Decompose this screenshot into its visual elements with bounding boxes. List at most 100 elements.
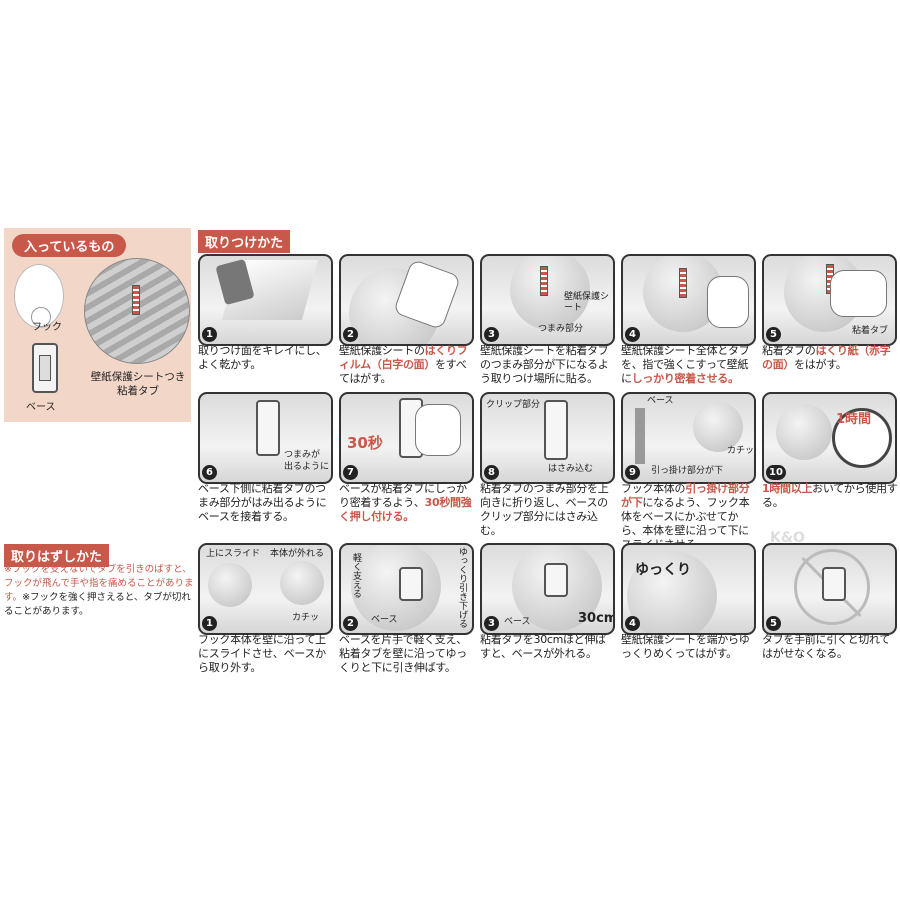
install-step-5-panel: 粘着タブ 5 — [762, 254, 897, 346]
sheet-label-line1: 壁紙保護シートつき — [90, 371, 186, 383]
sheet-label: 壁紙保護シートつき 粘着タブ — [86, 370, 190, 398]
sheet-label-line2: 粘着タブ — [117, 385, 159, 397]
install-step-5-caption-part3: をはがす。 — [794, 358, 847, 371]
install-step-9-label-click: カチッ — [727, 446, 755, 456]
remove-step-2-number: 2 — [343, 616, 358, 631]
remove-warning: ※フックを支えないでタブを引きのばすと、フックが飛んで手や指を痛めることがありま… — [4, 563, 194, 619]
install-step-5-number: 5 — [766, 327, 781, 342]
install-step-2-caption-part2: はくり — [424, 344, 457, 357]
remove-warning-red: ※フックを支えないでタブを引きのばすと、フックが飛んで手や指を痛めることがありま… — [4, 564, 194, 603]
install-step-4-caption: 壁紙保護シート全体とタブを、指で強くこすって壁紙にしっかり密着させる。 — [621, 344, 757, 386]
install-step-1-panel: 1 — [198, 254, 333, 346]
hook-image — [14, 264, 64, 328]
install-step-9-label-hook: 引っ掛け部分が下 — [651, 466, 724, 476]
install-step-7-caption-part1: ベースが粘着タブにしっかり密着するよう、 — [339, 482, 467, 509]
install-step-3-caption: 壁紙保護シートを粘着タブのつまみ部分が下になるよう取りつけ場所に貼る。 — [480, 344, 609, 385]
install-step-4-number: 4 — [625, 327, 640, 342]
remove-step-1-number: 1 — [202, 616, 217, 631]
install-step-8-caption: 粘着タブのつまみ部分を上向きに折り返し、ベースのクリップ部分にはさみ込む。 — [480, 482, 609, 537]
install-step-2-caption: 壁紙保護シートのはくりフィルム（白字の面）をすべてはがす。 — [339, 344, 475, 386]
install-step-6-caption: ベース下側に粘着タブのつまみ部分がはみ出るようにベースを接着する。 — [198, 482, 327, 523]
remove-step-3-panel: ベース 30cm 3 — [480, 543, 615, 635]
install-step-2-caption-part1: 壁紙保護シートの — [339, 344, 425, 357]
install-step-9-number: 9 — [625, 465, 640, 480]
install-title: 取りつけかた — [198, 230, 291, 253]
install-step-8-number: 8 — [484, 465, 499, 480]
install-step-7-caption: ベースが粘着タブにしっかり密着するよう、30秒間強く押し付ける。 — [339, 482, 475, 524]
install-step-8-label-tuck: はさみ込む — [548, 464, 594, 474]
install-step-10-caption-part1: 1時間以上 — [762, 482, 813, 495]
install-step-2-caption-part3: フィルム（白字の面） — [339, 344, 468, 371]
install-step-9-caption-part2: 引っ掛け部分が下 — [621, 482, 750, 509]
remove-step-1-label-click: カチッ — [292, 613, 320, 623]
install-step-1-number: 1 — [202, 327, 217, 342]
remove-title: 取りはずしかた — [4, 544, 110, 567]
install-step-10-number: 10 — [766, 465, 786, 480]
contents-title: 入っているもの — [12, 234, 127, 257]
install-step-9-caption-part1: フック本体の — [621, 482, 686, 495]
remove-step-4-panel: ゆっくり 4 — [621, 543, 756, 635]
install-step-3-label-tab: つまみ部分 — [538, 324, 584, 334]
install-step-9-label-base: ベース — [647, 396, 674, 406]
install-step-4-caption-part1: 壁紙保護シート全体とタブを、指で強くこすって壁紙に — [621, 344, 750, 385]
install-step-9-panel: ベース カチッ 引っ掛け部分が下 9 — [621, 392, 756, 484]
install-step-2-caption-part4: をすべてはがす。 — [339, 358, 467, 385]
prohibited-icon — [794, 549, 870, 625]
protective-sheet-image — [84, 258, 190, 364]
remove-step-1-caption: フック本体を壁に沿って上にスライドさせ、ベースから取り外す。 — [198, 633, 326, 674]
base-label: ベース — [26, 402, 56, 413]
install-step-5-caption: 粘着タブのはくり紙（赤字の面）をはがす。 — [762, 344, 898, 372]
remove-step-2-label-pull: ゆっくり引き下げる — [457, 547, 467, 628]
remove-step-1-label-slide: 上にスライド — [206, 549, 261, 559]
install-step-3-label-sheet: 壁紙保護シート — [564, 292, 610, 313]
remove-step-2-label-base: ベース — [371, 615, 398, 625]
hook-label: フック — [32, 322, 62, 333]
install-step-7-caption-part2: 30秒間強く押し付ける。 — [339, 496, 472, 523]
remove-step-5-caption: タブを手前に引くと切れてはがせなくなる。 — [762, 633, 891, 660]
watermark: K&O — [770, 530, 805, 546]
install-step-1-caption-line1: 取りつけ面をキレイにし、 — [198, 344, 327, 357]
remove-step-3-label-length: 30cm — [578, 611, 615, 626]
remove-step-5-panel: 5 — [762, 543, 897, 635]
install-step-8-label-clip: クリップ部分 — [486, 400, 541, 410]
remove-step-2-label-support: 軽く支える — [351, 553, 361, 598]
remove-step-1-label-off: 本体が外れる — [270, 549, 325, 559]
install-step-5-caption-part1: 粘着タブの — [762, 344, 816, 357]
remove-step-3-label-base: ベース — [504, 617, 531, 627]
remove-step-3-caption: 粘着タブを30cmほど伸ばすと、ベースが外れる。 — [480, 633, 606, 660]
remove-step-4-caption: 壁紙保護シートを端からゆっくりめくってはがす。 — [621, 633, 750, 660]
remove-step-2-panel: 軽く支える ゆっくり引き下げる ベース 2 — [339, 543, 474, 635]
install-step-1-caption: 取りつけ面をキレイにし、 よく乾かす。 — [198, 344, 334, 372]
remove-step-4-label-slowly: ゆっくり — [635, 562, 691, 578]
install-step-5-caption-part2: はくり紙（赤字の面） — [762, 344, 891, 371]
install-step-6-number: 6 — [202, 465, 217, 480]
remove-step-4-number: 4 — [625, 616, 640, 631]
install-step-5-label-tab: 粘着タブ — [852, 326, 889, 336]
install-step-2-panel: 2 — [339, 254, 474, 346]
install-step-6-label-2: 出るように — [284, 462, 330, 472]
install-step-6-label-1: つまみが — [284, 450, 321, 460]
install-step-8-panel: クリップ部分 はさみ込む 8 — [480, 392, 615, 484]
contents-box: 入っているもの フック ベース 壁紙保護シートつき 粘着タブ — [4, 228, 191, 422]
base-image — [32, 343, 58, 393]
install-step-7-panel: 30秒 7 — [339, 392, 474, 484]
install-step-9-caption: フック本体の引っ掛け部分が下になるよう、フック本体をベースにかぶせてから、本体を… — [621, 482, 757, 552]
install-step-1-caption-line2: よく乾かす。 — [198, 358, 262, 371]
remove-step-3-number: 3 — [484, 616, 499, 631]
install-step-7-number: 7 — [343, 465, 358, 480]
install-step-6-panel: つまみが 出るように 6 — [198, 392, 333, 484]
install-step-10-caption: 1時間以上おいてから使用する。 — [762, 482, 898, 510]
install-step-3-panel: 壁紙保護シート つまみ部分 3 — [480, 254, 615, 346]
install-step-10-caption-part2: おいてから使用する。 — [762, 482, 898, 509]
remove-step-2-caption: ベースを片手で軽く支え、粘着タブを壁に沿ってゆっくりと下に引き伸ばす。 — [339, 633, 467, 674]
remove-warning-black: ※フックを強く押さえると、タブが切れることがあります。 — [4, 592, 191, 617]
install-step-2-number: 2 — [343, 327, 358, 342]
install-step-10-panel: 1時間 10 — [762, 392, 897, 484]
install-step-4-panel: 4 — [621, 254, 756, 346]
install-step-3-number: 3 — [484, 327, 499, 342]
install-step-10-label-hour: 1時間 — [836, 412, 872, 427]
install-step-4-caption-part2: しっかり密着させる。 — [631, 372, 739, 385]
install-step-7-label-seconds: 30秒 — [347, 434, 383, 452]
remove-step-1-panel: 上にスライド 本体が外れる カチッ 1 — [198, 543, 333, 635]
remove-step-5-number: 5 — [766, 616, 781, 631]
